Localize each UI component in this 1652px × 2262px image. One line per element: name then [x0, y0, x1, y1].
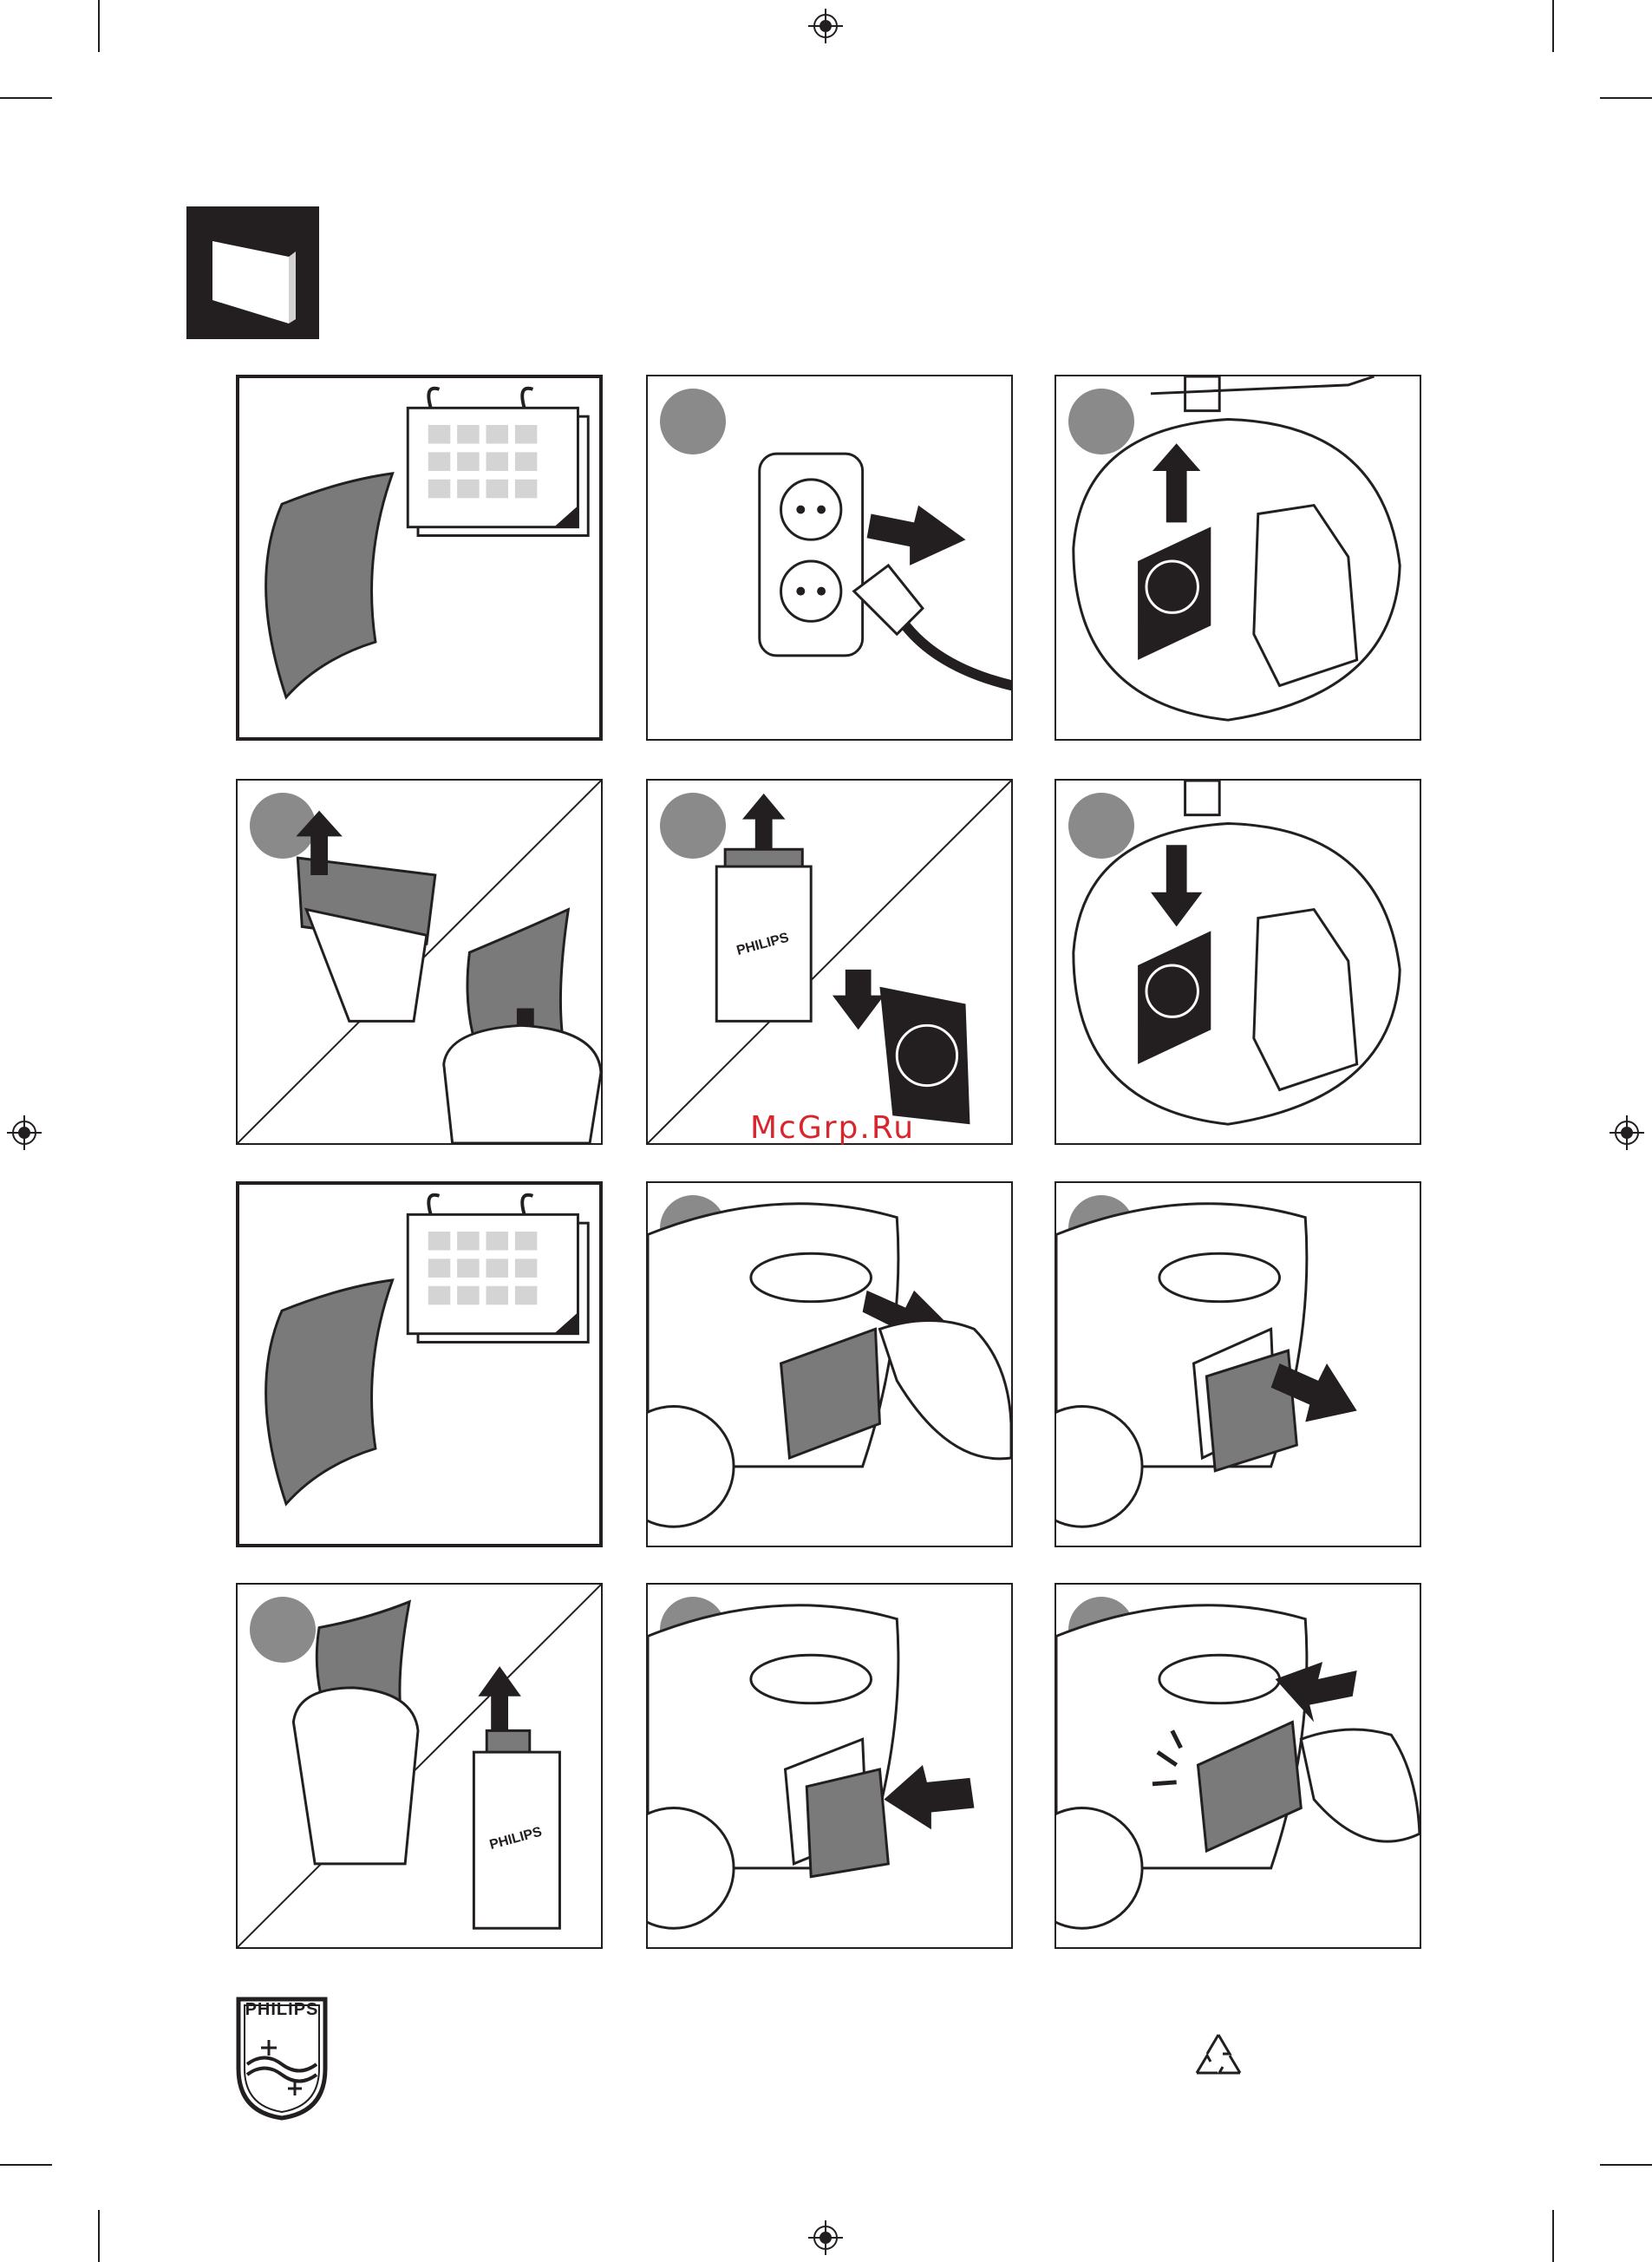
- arrow-icon: [884, 1765, 974, 1829]
- hand-icon: [1301, 1729, 1420, 1841]
- filter-sheet: [266, 1280, 393, 1504]
- panel-insert-new-filter: PHILIPS: [646, 779, 1013, 1145]
- arrow-down-icon: [833, 970, 884, 1030]
- panel-replace-filter-holder: [1055, 779, 1421, 1145]
- calendar-icon: [408, 389, 588, 536]
- watermark: McGrp.Ru: [746, 1110, 919, 1146]
- panel-close-exhaust-grille: [1055, 1583, 1421, 1949]
- arrow-up-icon: [478, 1666, 521, 1730]
- book-page-icon: [186, 206, 319, 339]
- registration-mark-icon: [808, 2220, 843, 2255]
- panel-insert-exhaust-filter: [646, 1583, 1013, 1949]
- registration-mark-icon: [808, 9, 843, 43]
- plug-icon: [854, 566, 923, 634]
- arrow-icon: [867, 506, 966, 566]
- panel-remove-exhaust-filter: [1055, 1181, 1421, 1547]
- philips-logo: PHILIPS: [234, 1995, 330, 2121]
- calendar-icon: [408, 1195, 588, 1343]
- panel-discard-old-filter: [236, 779, 603, 1145]
- registration-mark-icon: [1610, 1115, 1644, 1150]
- panel-discard-and-new-filter: PHILIPS: [236, 1583, 603, 1949]
- philips-logo-text: PHILIPS: [234, 2000, 330, 2020]
- section-tab: [186, 206, 319, 339]
- exhaust-filter: [806, 1769, 888, 1877]
- filter-sheet: [266, 474, 393, 697]
- hand-icon: [879, 1320, 1011, 1458]
- arrow-up-icon: [742, 794, 786, 849]
- panel-new-filter-calendar: [236, 375, 603, 741]
- panel-open-exhaust-grille: [646, 1181, 1013, 1547]
- crop-mark: [98, 2210, 100, 2262]
- registration-mark-icon: [7, 1115, 42, 1150]
- panel-remove-motor-filter: [1055, 375, 1421, 741]
- crop-mark: [1600, 97, 1652, 99]
- crop-mark: [1552, 2210, 1554, 2262]
- crop-mark: [1600, 2164, 1652, 2166]
- crop-mark: [0, 2164, 52, 2166]
- panel-unplug: [646, 375, 1013, 741]
- panel-new-filter-calendar: [236, 1181, 603, 1547]
- trash-bin-icon: [293, 1688, 418, 1864]
- recycle-icon: [1190, 2030, 1247, 2087]
- trash-bin-icon: [444, 1025, 601, 1143]
- crop-mark: [0, 97, 52, 99]
- crop-mark: [1552, 0, 1554, 52]
- crop-mark: [98, 0, 100, 52]
